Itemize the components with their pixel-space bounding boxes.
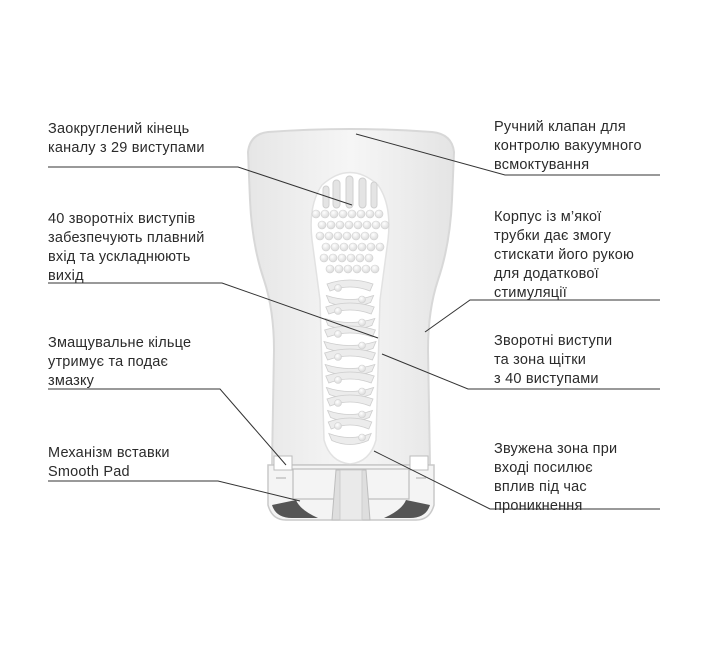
brush-nub [315, 231, 325, 241]
brush-nub [337, 253, 347, 263]
callout-brush-zone: Зворотні виступи та зона щітки з 40 вист… [494, 333, 613, 387]
brush-nub [351, 231, 361, 241]
brush-nub [356, 209, 366, 219]
brush-nub [375, 242, 385, 252]
brush-nub [371, 220, 381, 230]
brush-nub [311, 209, 321, 219]
brush-nub [324, 231, 334, 241]
leader-right-1 [355, 133, 660, 176]
spiral-ribs [323, 279, 377, 445]
callout-narrow-entry: Звужена зона при вході посилює вплив під… [494, 441, 618, 514]
rib-nub [334, 284, 342, 292]
leader-left-2 [48, 282, 379, 339]
rib-nub [334, 307, 342, 315]
rib-nub [358, 341, 366, 350]
tip-fingers [322, 175, 378, 209]
leader-left-3 [48, 388, 287, 466]
brush-nub [333, 231, 343, 241]
brush-nub [352, 264, 362, 274]
callout-manual-valve: Ручний клапан для контролю вакуумного вс… [494, 119, 642, 173]
leader-left-4 [48, 480, 301, 502]
brush-nubs [311, 209, 390, 274]
rib-nub [334, 422, 342, 430]
callout-reverse-nubs: 40 зворотніх виступів забезпечують плавн… [48, 211, 205, 284]
brush-nub [328, 253, 338, 263]
brush-nub [338, 209, 348, 219]
brush-nub [353, 220, 363, 230]
brush-nub [347, 209, 357, 219]
brush-nub [360, 231, 370, 241]
brush-nub [326, 220, 336, 230]
rib-nub [358, 387, 366, 396]
base-insert [267, 455, 435, 521]
brush-nub [330, 242, 340, 252]
brush-nub [348, 242, 358, 252]
rib-nub [334, 353, 342, 361]
brush-nub [344, 220, 354, 230]
brush-nub [334, 264, 344, 274]
callout-smooth-pad: Механізм вставки Smooth Pad [48, 445, 170, 480]
brush-nub [319, 253, 329, 263]
rib-nub [334, 330, 342, 338]
brush-nub [317, 220, 327, 230]
brush-nub [343, 264, 353, 274]
leader-lines [48, 133, 660, 510]
callout-rounded-tip: Заокруглений кінець каналу з 29 виступам… [48, 121, 205, 156]
brush-nub [320, 209, 330, 219]
rib-nub [358, 433, 366, 442]
brush-nub [370, 264, 380, 274]
brush-nub [361, 264, 371, 274]
brush-nub [365, 209, 375, 219]
brush-nub [325, 264, 335, 274]
brush-nub [374, 209, 384, 219]
callout-soft-body: Корпус із м’якої трубки дає змогу стиска… [494, 209, 635, 301]
rib-nub [358, 364, 366, 373]
brush-nub [339, 242, 349, 252]
spiral-rib [328, 432, 372, 445]
leader-right-4 [373, 450, 660, 510]
brush-nub [380, 220, 390, 230]
brush-nub [357, 242, 367, 252]
brush-nub [335, 220, 345, 230]
rib-nub [334, 376, 342, 384]
rib-nub [358, 318, 366, 327]
brush-nub [369, 231, 379, 241]
brush-nub [346, 253, 356, 263]
leader-right-3 [381, 353, 660, 390]
brush-nub [366, 242, 376, 252]
callout-lube-ring: Змащувальне кільце утримує та подає змаз… [48, 335, 192, 389]
brush-nub [321, 242, 331, 252]
leader-right-2 [424, 299, 660, 333]
rib-nub [358, 410, 366, 419]
brush-nub [355, 253, 365, 263]
brush-nub [364, 253, 374, 263]
brush-nub [329, 209, 339, 219]
brush-nub [342, 231, 352, 241]
leader-left-1 [48, 166, 353, 206]
rib-nub [358, 295, 366, 304]
brush-nub [362, 220, 372, 230]
rib-nub [334, 399, 342, 407]
